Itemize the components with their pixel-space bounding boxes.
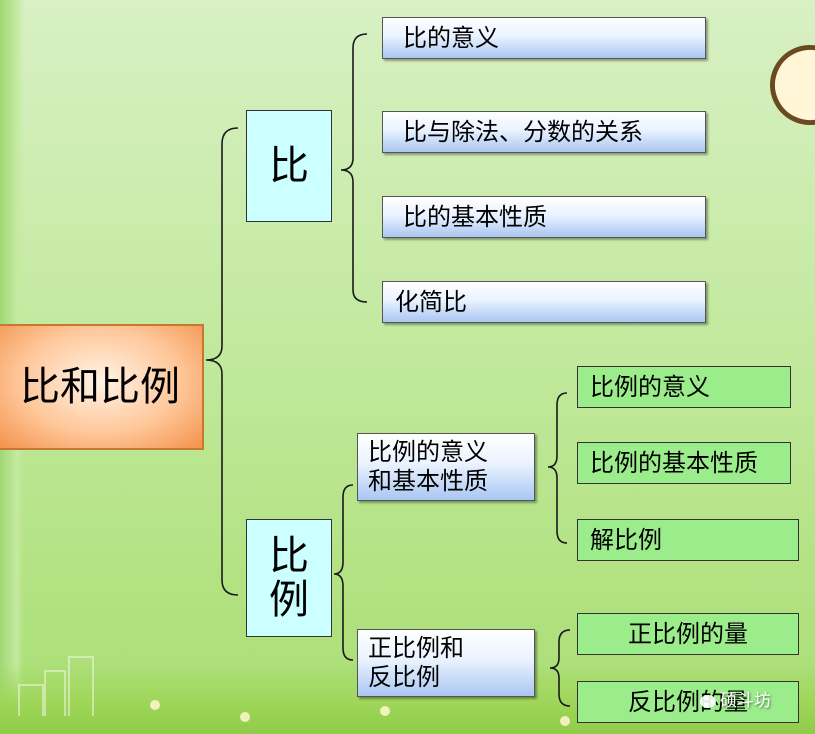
topic-bi: 比: [246, 110, 332, 222]
root-node: 比和比例: [0, 324, 204, 450]
bili-group-meaning-property: 比例的意义 和基本性质: [357, 433, 535, 501]
bili-item-label: 比例的基本性质: [590, 448, 758, 477]
topic-bi-label: 比: [269, 143, 309, 189]
bili-group-direct-inverse: 正比例和 反比例: [357, 629, 535, 697]
bi-item-label: 化简比: [395, 287, 467, 316]
bili-item-solve: 解比例: [577, 519, 799, 561]
bili-group-label: 正比例和 反比例: [368, 634, 464, 691]
bi-item-division-fraction: 比与除法、分数的关系: [382, 111, 706, 153]
bili-item-meaning: 比例的意义: [577, 366, 791, 408]
bili-group-label: 比例的意义 和基本性质: [368, 438, 488, 495]
wechat-icon: [700, 694, 716, 708]
bi-item-label: 比与除法、分数的关系: [403, 117, 643, 146]
bi-item-simplify: 化简比: [382, 281, 706, 323]
bi-item-label: 比的意义: [403, 23, 499, 52]
bili-item-basic-property: 比例的基本性质: [577, 442, 791, 484]
bi-item-basic-property: 比的基本性质: [382, 196, 706, 238]
bi-item-meaning: 比的意义: [382, 17, 706, 59]
bili-item-label: 反比例的量: [628, 687, 748, 716]
bili-item-direct: 正比例的量: [577, 613, 799, 655]
root-label: 比和比例: [20, 364, 180, 410]
bili-item-label: 正比例的量: [628, 619, 748, 648]
watermark-label: 硕斗坊: [720, 691, 771, 711]
watermark: 硕斗坊: [700, 686, 771, 711]
bili-item-label: 比例的意义: [590, 372, 710, 401]
bili-item-label: 解比例: [590, 525, 662, 554]
bi-item-label: 比的基本性质: [403, 202, 547, 231]
houses-decoration: [18, 646, 108, 716]
topic-bili-label: 比 例: [269, 533, 309, 623]
bili-item-inverse: 反比例的量: [577, 681, 799, 723]
topic-bili: 比 例: [246, 519, 332, 637]
